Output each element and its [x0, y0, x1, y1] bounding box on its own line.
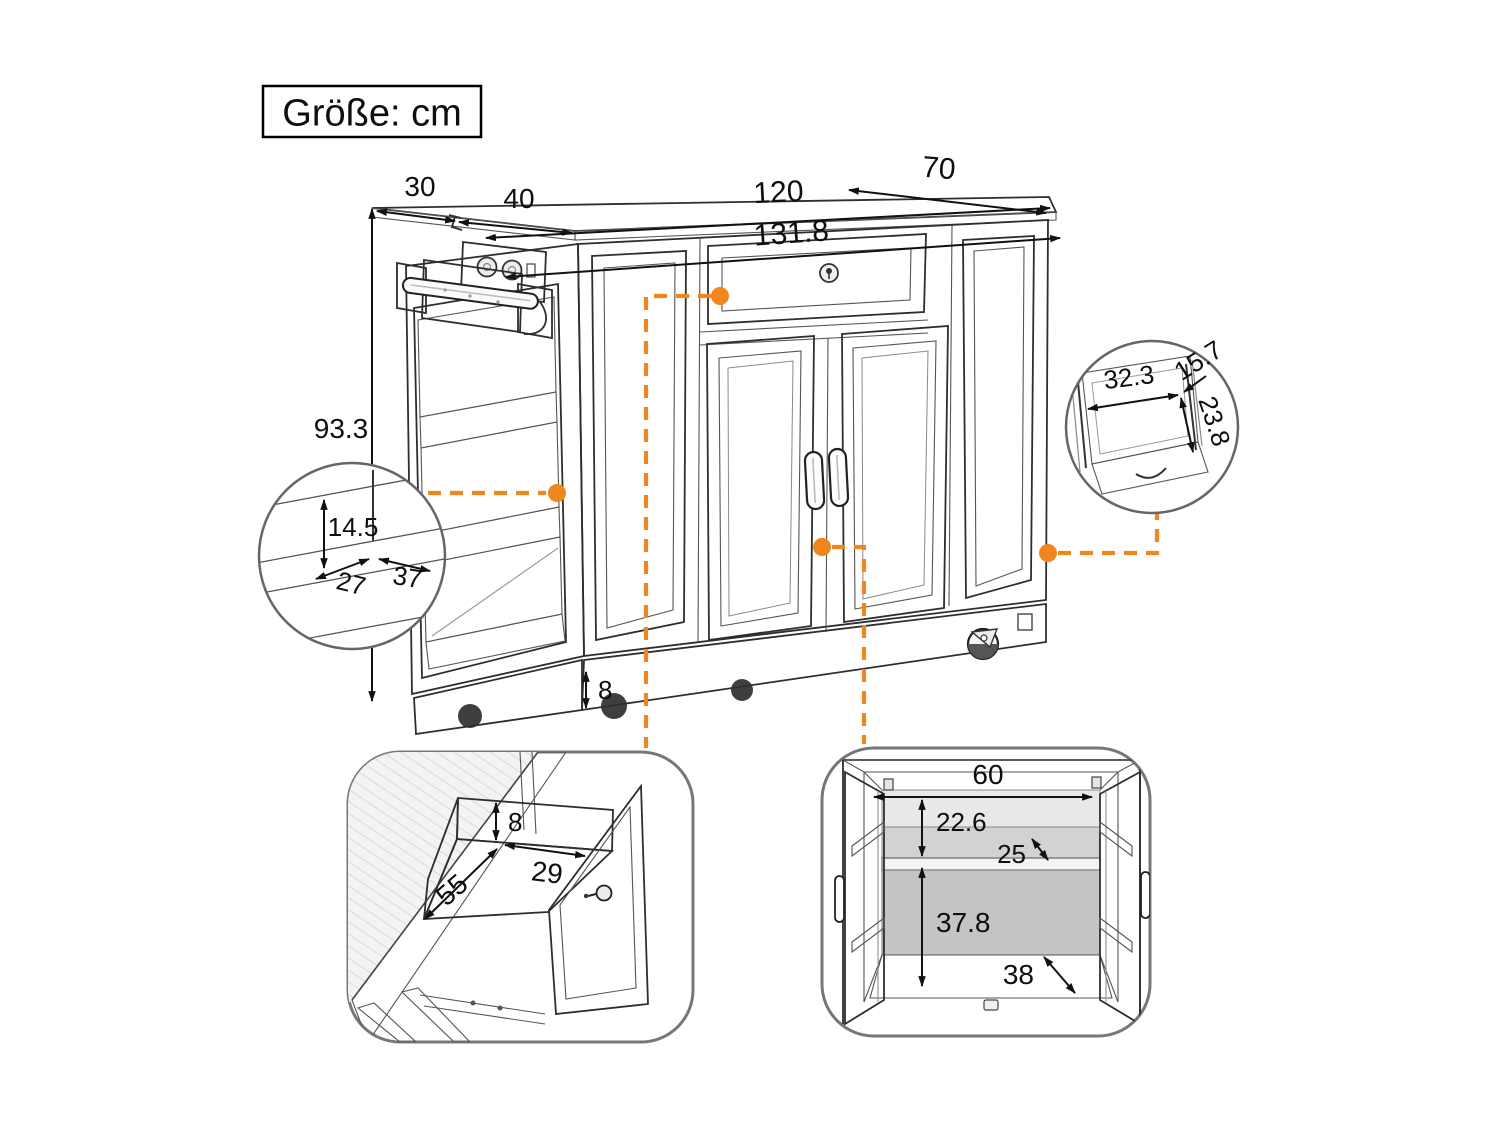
callout-circle	[257, 461, 447, 651]
wheel-icon	[458, 704, 482, 728]
door-handle-icon	[834, 875, 845, 923]
dim-total-width: 131.8	[504, 214, 1062, 281]
dim-bottom-depth: 38	[1003, 959, 1034, 990]
dim-tilt-width: 32.3	[1102, 359, 1156, 395]
shelf-front-edge	[881, 857, 1101, 871]
upper-back-wall	[881, 789, 1101, 828]
dim-shelf-width: 37	[391, 560, 424, 594]
callout-dot-right-side	[1039, 544, 1057, 562]
dim-upper-height: 22.6	[936, 807, 987, 837]
shelf-detail-dimensions: 14.5 27 37	[314, 498, 432, 601]
svg-text:30: 30	[404, 171, 435, 202]
rack-compartment-2	[420, 421, 560, 535]
dim-shelf-height: 14.5	[328, 512, 379, 542]
door-rail	[851, 916, 885, 954]
callout-dot-shelf	[548, 484, 566, 502]
door-handle-left	[803, 450, 826, 511]
cabinet-left-side	[405, 242, 585, 696]
dim-shelf-depth: 27	[334, 565, 369, 601]
outlet-socket-icon	[476, 256, 498, 278]
unit-label-box: Größe: cm	[261, 84, 483, 139]
lower-back-wall	[881, 869, 1101, 956]
open-right-door	[1099, 770, 1150, 1026]
left-door	[706, 335, 815, 642]
callout-dot-doors	[813, 538, 831, 556]
drawer-front-panel	[548, 783, 649, 1015]
drawer-knob-icon	[595, 884, 613, 902]
towel-rack-hook	[523, 301, 547, 335]
right-door	[841, 325, 949, 624]
dim-opening-width: 60	[972, 759, 1003, 790]
rack-compartment-1	[417, 296, 557, 418]
tilt-detail-callout: 32.3 15.7 23.8	[1064, 334, 1240, 515]
dim-top-depth: 70	[847, 151, 1048, 216]
svg-text:8: 8	[598, 675, 612, 705]
side-spice-rack	[413, 282, 567, 680]
front-details	[591, 224, 1035, 643]
open-left-door	[834, 770, 885, 1026]
base-notch	[1017, 613, 1033, 631]
towel-rack-left-mount	[396, 261, 427, 315]
drawer-detail-inset: 8 29 55	[346, 750, 695, 1044]
shelf-detail-callout: 14.5 27 37	[257, 461, 447, 651]
caster-wheel	[966, 627, 1000, 661]
connector-drawer-to-inset	[643, 293, 711, 748]
shelf-shadow	[881, 826, 1101, 859]
unit-label-border	[261, 84, 483, 139]
cabinet-detail-inset: 60 22.6 25 37.8 38	[820, 746, 1152, 1038]
svg-text:40: 40	[503, 183, 534, 214]
dim-lower-height: 37.8	[936, 907, 991, 938]
wheel-icon	[731, 679, 753, 701]
connector-doors-to-inset	[832, 544, 867, 744]
door-handle-icon	[1140, 871, 1150, 919]
dim-shelf-depth: 25	[997, 839, 1026, 869]
towel-rack-right-mount	[517, 282, 553, 340]
callout-dots	[548, 287, 1057, 562]
rack-rail-3	[425, 613, 566, 670]
rack-recess	[413, 282, 567, 680]
dim-drawer-height: 8	[508, 807, 522, 837]
dim-drawer-width: 29	[530, 855, 565, 890]
callout-connectors	[428, 293, 1160, 748]
towel-rack	[396, 214, 553, 340]
tabletop	[371, 196, 1058, 241]
door-rail	[851, 820, 885, 858]
svg-text:120: 120	[753, 175, 805, 211]
main-cart-view: 93.3 30 40 120 70 131.8	[314, 151, 1062, 736]
rack-diagonal-line	[431, 547, 559, 637]
dim-base-height: 8	[582, 670, 612, 710]
main-dimensions: 93.3 30 40 120 70 131.8	[314, 151, 1062, 710]
door-handle-right	[827, 447, 850, 508]
cabinet-floor	[869, 954, 1113, 999]
center-foot	[983, 999, 999, 1011]
side-base-skirt	[413, 658, 583, 736]
base-and-wheels	[413, 602, 1047, 736]
svg-text:131.8: 131.8	[753, 214, 830, 252]
callout-dot-drawer	[711, 287, 729, 305]
dim-leaf-depth: 30	[375, 171, 457, 224]
svg-text:93.3: 93.3	[314, 413, 369, 444]
hinge-icon	[883, 778, 894, 791]
door-rail	[1099, 916, 1133, 954]
towel-bar	[401, 276, 539, 310]
unit-label-text: Größe: cm	[282, 92, 461, 134]
connector-side-to-circle	[1058, 514, 1160, 556]
rack-rail-1	[419, 391, 558, 449]
door-rail	[1099, 820, 1133, 858]
cabinet-detail-dimensions: 60 22.6 25 37.8 38	[872, 759, 1094, 994]
hinge-icon	[1091, 776, 1102, 789]
svg-text:70: 70	[921, 151, 957, 187]
dim-side-depth: 40	[457, 183, 574, 236]
